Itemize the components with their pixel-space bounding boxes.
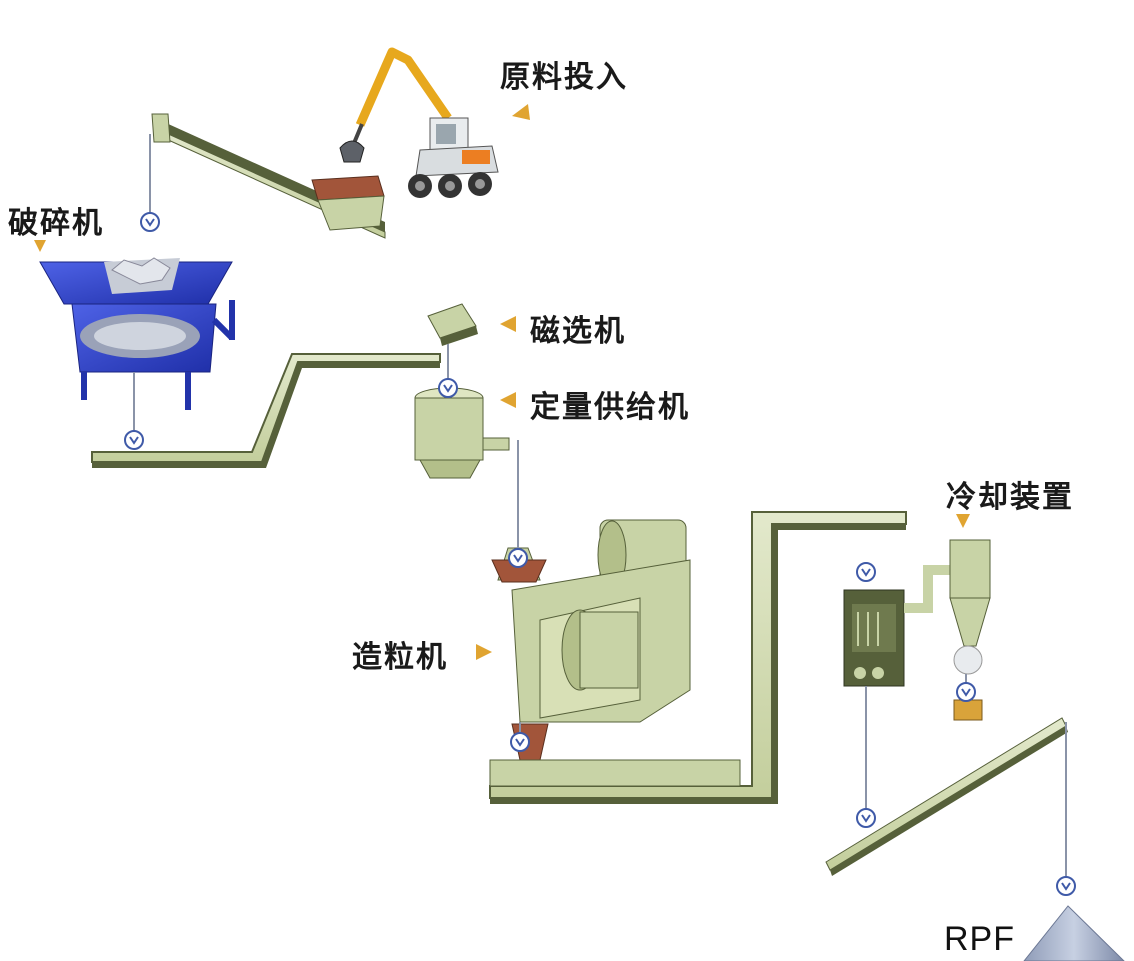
inclined-conveyor-bottom (825, 717, 1068, 876)
cooling-unit-icon (843, 539, 991, 721)
feed-hopper (311, 175, 385, 231)
label-crusher: 破碎机 (8, 206, 104, 241)
label-cooling: 冷却装置 (946, 480, 1074, 515)
label-feeder: 定量供给机 (530, 390, 690, 425)
z-conveyor-middle (91, 353, 441, 468)
pointer-feeder-icon (500, 392, 516, 408)
pointer-pelletizer-icon (476, 644, 492, 660)
rpf-product-pile (1023, 905, 1125, 961)
label-pointers (34, 104, 970, 660)
flow-node-down-icon (438, 378, 458, 398)
flow-lines (133, 134, 1067, 880)
feeder-machine-icon (414, 387, 510, 479)
pointer-magnetic-icon (500, 316, 516, 332)
label-rpf: RPF (944, 920, 1015, 958)
flow-node-down-icon (510, 732, 530, 752)
pointer-raw-input-icon (512, 104, 530, 120)
label-magnetic-separator: 磁选机 (530, 314, 626, 349)
flow-node-down-icon (140, 212, 160, 232)
pointer-crusher-icon (34, 240, 46, 252)
label-raw-input: 原料投入 (500, 60, 628, 95)
z-conveyor-bottom (489, 511, 907, 804)
excavator-icon (339, 47, 499, 198)
crusher-machine-icon (39, 257, 235, 410)
flow-node-down-icon (956, 682, 976, 702)
flow-node-down-icon (508, 548, 528, 568)
magnetic-separator-icon (427, 303, 478, 346)
pointer-cooling-icon (956, 514, 970, 528)
label-pelletizer: 造粒机 (352, 640, 448, 675)
flow-node-down-icon (856, 562, 876, 582)
flow-node-down-icon (124, 430, 144, 450)
flow-node-down-icon (856, 808, 876, 828)
flow-nodes (124, 212, 1076, 896)
flow-node-down-icon (1056, 876, 1076, 896)
